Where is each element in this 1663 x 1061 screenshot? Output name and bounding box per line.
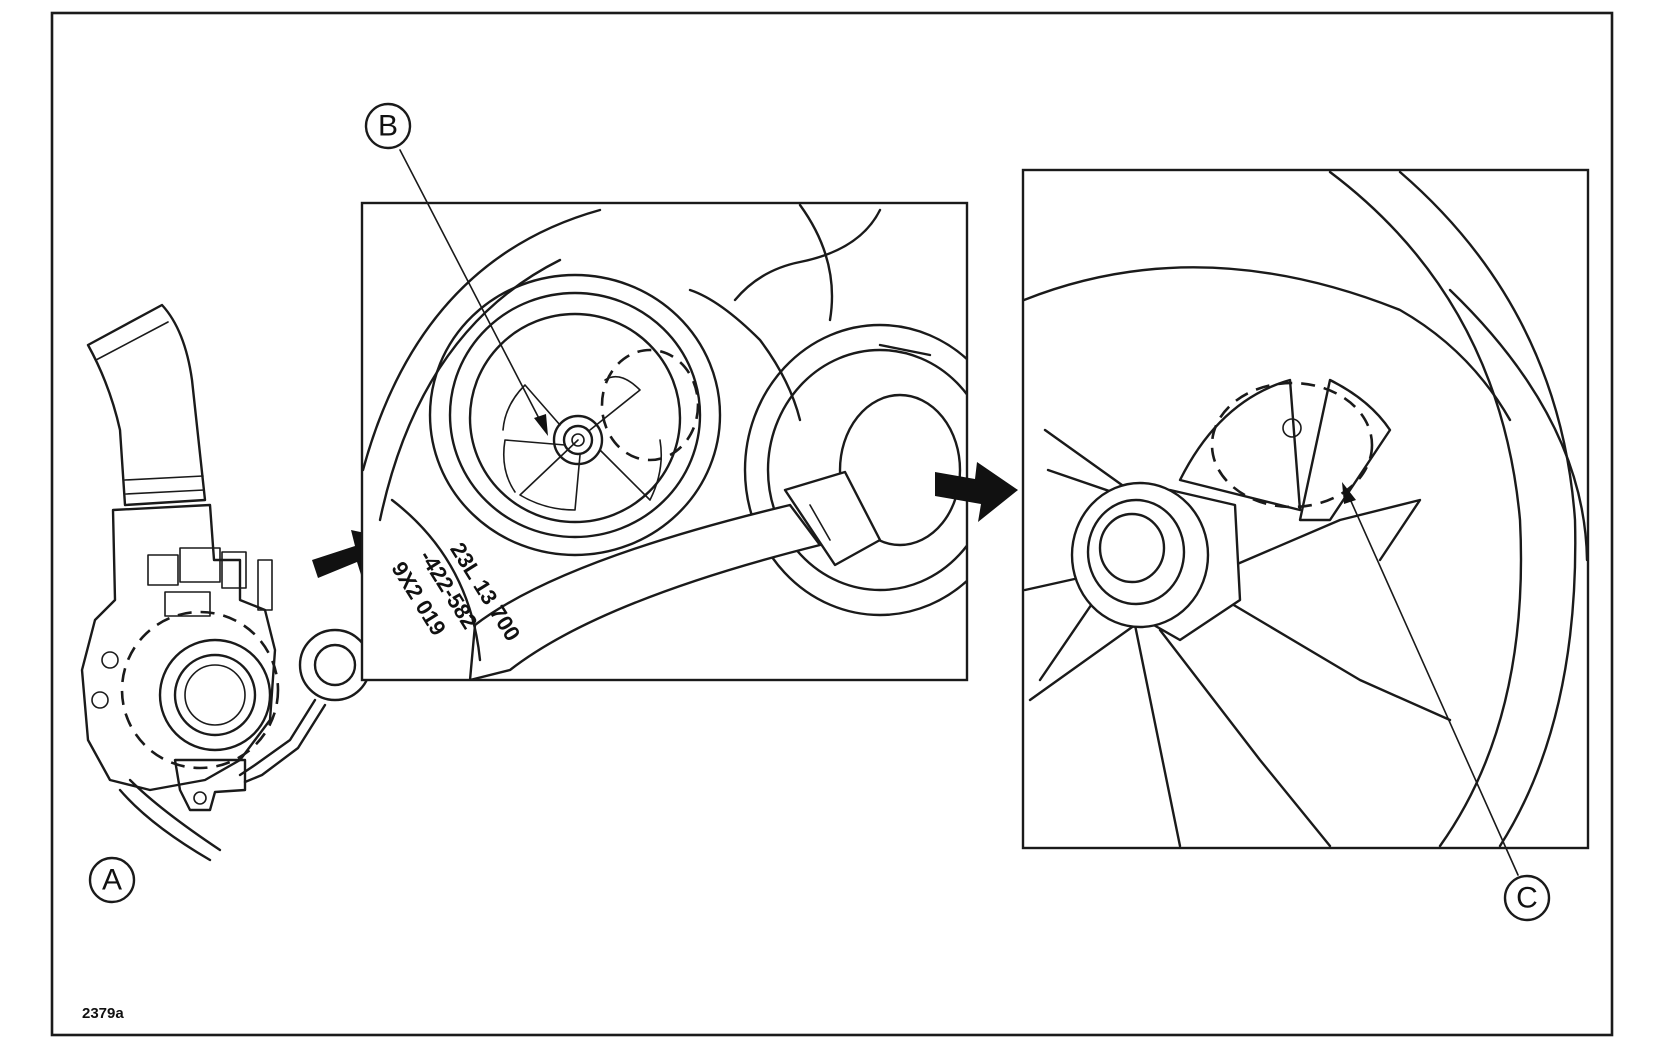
figure-id: 2379a xyxy=(82,1005,124,1022)
callout-c-label: C xyxy=(1516,882,1538,915)
callout-b: B xyxy=(364,102,548,436)
direction-arrow-2 xyxy=(935,462,1018,522)
callout-a-label: A xyxy=(102,864,122,897)
callout-a: A xyxy=(88,856,136,904)
callout-b-label: B xyxy=(378,110,398,143)
turbo-assembly-illustration xyxy=(80,303,372,862)
callout-c: C xyxy=(1342,482,1551,922)
compressor-closeup-panel: 23L 13 700 -422-582 9X2 019 xyxy=(360,201,969,682)
figure-border xyxy=(50,11,1614,1037)
blade-closeup-panel xyxy=(1021,168,1590,850)
